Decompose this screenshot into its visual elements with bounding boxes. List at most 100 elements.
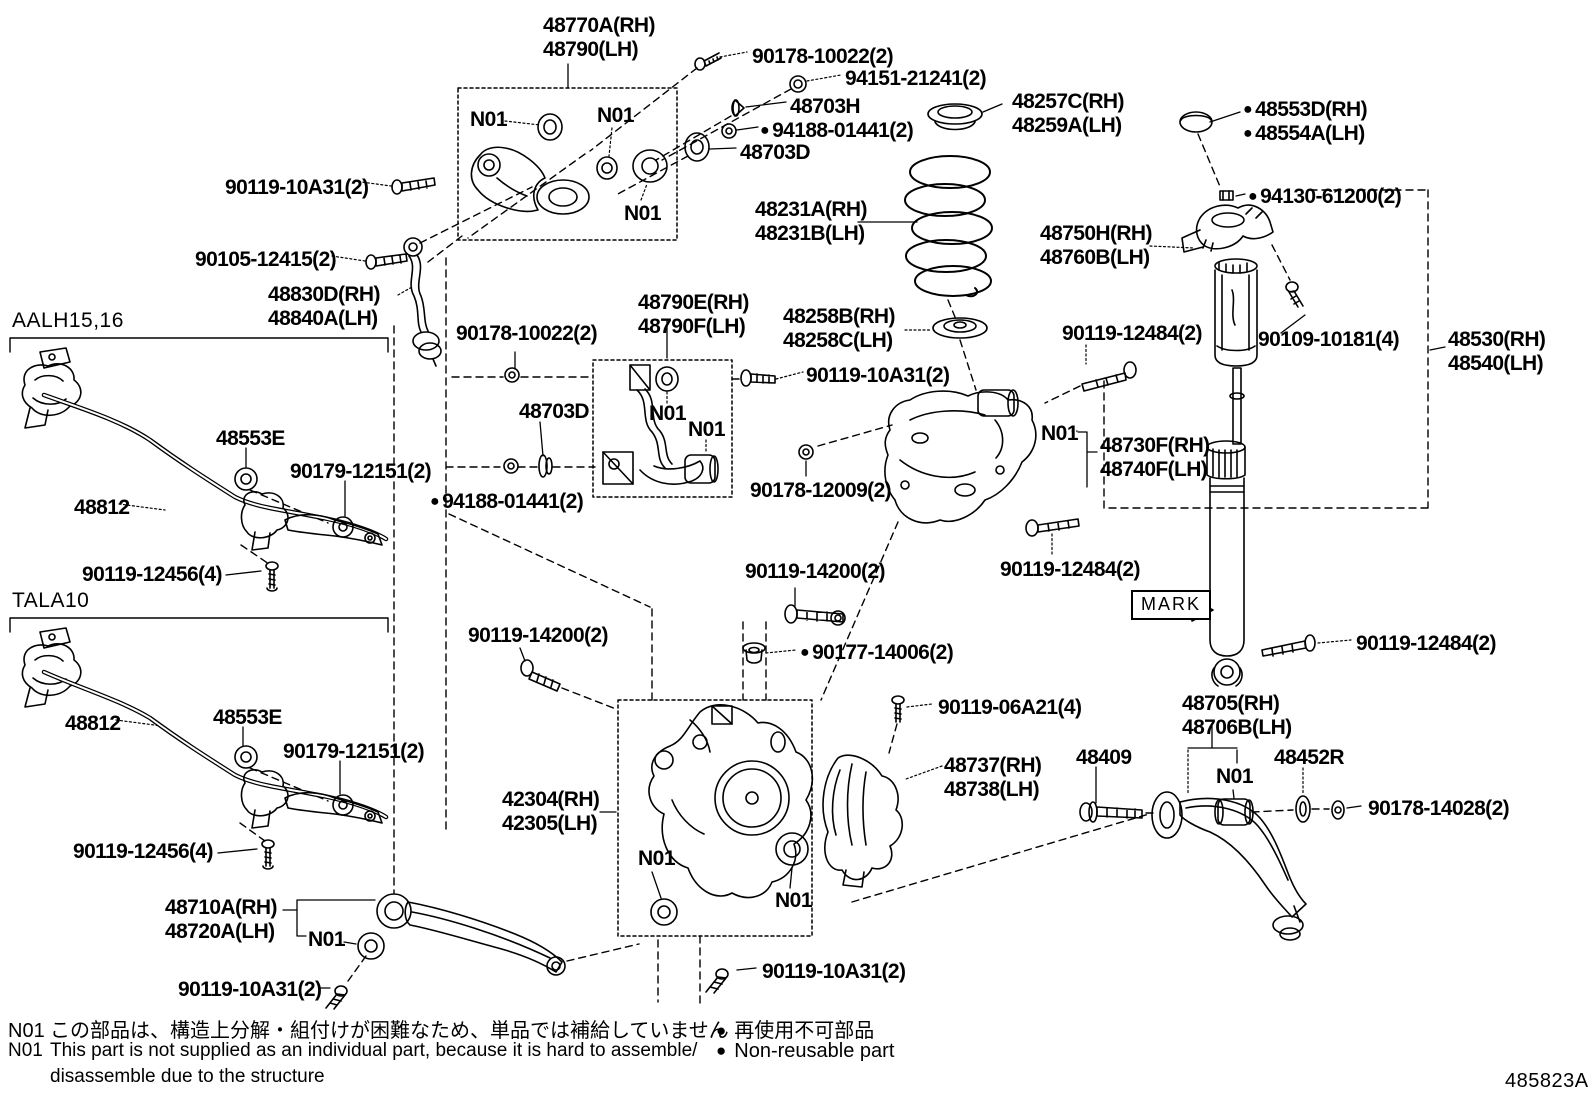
- diagram-code: 485823A: [1505, 1070, 1589, 1092]
- part-number: 48540(LH): [1448, 352, 1544, 375]
- screw-90119-10a31-trailing: [326, 986, 347, 1009]
- part-number: ●94188-01441(2): [760, 119, 914, 142]
- n01-marker: N01: [624, 202, 662, 225]
- part-label-90178-10022-a: 90178-10022(2): [752, 45, 894, 69]
- front-arm-bushing: [1218, 799, 1250, 825]
- part-label-94188-01441-b: ●94188-01441(2): [430, 490, 584, 514]
- nut-94151: [790, 76, 806, 92]
- part-label-48553e-a: 48553E: [216, 427, 285, 451]
- legend-text: 再使用不可部品: [734, 1020, 875, 1042]
- part-label-42304-42305: 42304(RH)42305(LH): [502, 788, 600, 836]
- part-label-48409: 48409: [1076, 746, 1132, 770]
- non-reusable-dot-icon: ●: [430, 493, 440, 510]
- part-number: 90119-06A21(4): [938, 696, 1082, 719]
- bolt-90119-12484-shock: [1262, 635, 1315, 656]
- part-number: 90178-10022(2): [752, 45, 894, 68]
- part-label-90119-14200-b: 90119-14200(2): [468, 624, 609, 648]
- part-label-48703h: 48703H: [790, 95, 861, 119]
- part-label-48257c-48259a: 48257C(RH)48259A(LH): [1012, 90, 1124, 138]
- part-number: ●94130-61200(2): [1248, 185, 1402, 208]
- n01-marker: N01: [688, 418, 726, 441]
- part-number: 48553E: [213, 706, 282, 729]
- bolt-90178-10022-top: [695, 53, 721, 70]
- part-label-48737-48738: 48737(RH)48738(LH): [944, 754, 1042, 802]
- part-number: 42304(RH): [502, 788, 600, 811]
- part-number: ●90177-14006(2): [800, 641, 954, 664]
- legend-text: Non-reusable part: [734, 1040, 895, 1062]
- part-number: 90119-12484(2): [1356, 632, 1497, 655]
- part-number: 48703D: [740, 141, 811, 164]
- note-text: disassemble due to the structure: [50, 1066, 325, 1087]
- part-number: 90119-10A31(2): [225, 176, 369, 199]
- bushing-90179-a: [333, 517, 353, 537]
- part-number: 90119-10A31(2): [178, 978, 322, 1001]
- part-number: 48790(LH): [543, 38, 639, 61]
- part-number: 48258C(LH): [783, 329, 893, 352]
- section-bracket-tala: [10, 618, 388, 632]
- part-number: 48720A(LH): [165, 920, 275, 943]
- part-label-90119-06a21: 90119-06A21(4): [938, 696, 1082, 720]
- part-number: 90178-12009(2): [750, 479, 892, 502]
- stabilizer-bar-tala: [22, 628, 386, 869]
- nut-90178-14028: [1332, 801, 1344, 819]
- part-label-90119-14200-a: 90119-14200(2): [745, 560, 886, 584]
- knuckle-bushing-upper: [776, 833, 808, 865]
- part-label-90119-12456-b: 90119-12456(4): [73, 840, 214, 864]
- part-number: 48452R: [1274, 746, 1345, 769]
- part-label-48812-a: 48812: [74, 496, 130, 520]
- n01-marker: N01: [1041, 422, 1079, 445]
- nut-90178-12009: [799, 445, 813, 459]
- part-number: 48737(RH): [944, 754, 1042, 777]
- part-number: 48258B(RH): [783, 305, 895, 328]
- part-number: 48812: [74, 496, 130, 519]
- part-number: 48790E(RH): [638, 291, 749, 314]
- screw-90109: [1286, 282, 1303, 307]
- bolt-90119-12484-lower: [1026, 519, 1079, 536]
- part-label-90178-14028: 90178-14028(2): [1368, 797, 1510, 821]
- part-number: 48530(RH): [1448, 328, 1546, 351]
- part-label-90119-10a31-bl: 90119-10A31(2): [178, 978, 322, 1002]
- non-reusable-dot-icon: ●: [800, 644, 810, 661]
- part-label-48705-48706b: 48705(RH)48706B(LH): [1182, 692, 1292, 740]
- part-label-48553d-48554a: ●48553D(RH)●48554A(LH): [1243, 98, 1368, 146]
- bushing-90179-b: [333, 795, 353, 815]
- n01-marker: N01: [597, 104, 635, 127]
- part-number: 48231A(RH): [755, 198, 867, 221]
- part-label-90119-10a31-bc: 90119-10A31(2): [762, 960, 906, 984]
- part-label-48830d-48840a: 48830D(RH)48840A(LH): [268, 283, 380, 331]
- part-number: 90119-14200(2): [745, 560, 886, 583]
- part-label-90119-12484-a: 90119-12484(2): [1062, 322, 1203, 346]
- n01-marker: N01: [775, 889, 813, 912]
- part-label-48231a-48231b: 48231A(RH)48231B(LH): [755, 198, 867, 246]
- part-number: 48840A(LH): [268, 307, 378, 330]
- part-number: 90178-14028(2): [1368, 797, 1510, 820]
- bolt-90119-14200-left: [521, 660, 560, 691]
- front-lower-arm: [1080, 792, 1344, 940]
- part-label-90119-12484-c: 90119-12484(2): [1356, 632, 1497, 656]
- non-reusable-dot-icon: ●: [760, 122, 770, 139]
- part-label-90105-12415: 90105-12415(2): [195, 248, 337, 272]
- spring-lower-insulator-48258b: [933, 318, 987, 338]
- part-number: 48790F(LH): [638, 315, 746, 338]
- part-label-90119-10a31-mid: 90119-10A31(2): [806, 364, 950, 388]
- note-text: This part is not supplied as an individu…: [50, 1040, 698, 1061]
- part-number: ●48554A(LH): [1243, 122, 1365, 145]
- part-number: 90119-12456(4): [82, 563, 223, 586]
- n01-marker: N01: [649, 402, 687, 425]
- part-label-90179-12151-b: 90179-12151(2): [283, 740, 425, 764]
- legend-non-reusable-jp: ● 再使用不可部品: [716, 1014, 874, 1043]
- part-number: 90119-12484(2): [1062, 322, 1203, 345]
- part-label-94130-61200: ●94130-61200(2): [1248, 185, 1402, 209]
- section-bracket-aalh: [10, 338, 388, 352]
- part-number: 48812: [65, 712, 121, 735]
- lower-control-arm: [799, 362, 1136, 536]
- part-number: 48553E: [216, 427, 285, 450]
- non-reusable-dot-icon: ●: [716, 1021, 727, 1040]
- part-number: 90119-10A31(2): [762, 960, 906, 983]
- dotted-leader-lines: [116, 52, 1351, 793]
- non-reusable-dot-icon: ●: [716, 1041, 727, 1060]
- legend-non-reusable-en: ● Non-reusable part: [716, 1040, 894, 1063]
- retainer-48703h: [732, 100, 744, 116]
- part-number: 48830D(RH): [268, 283, 380, 306]
- trailing-arm-bushing: [358, 933, 384, 959]
